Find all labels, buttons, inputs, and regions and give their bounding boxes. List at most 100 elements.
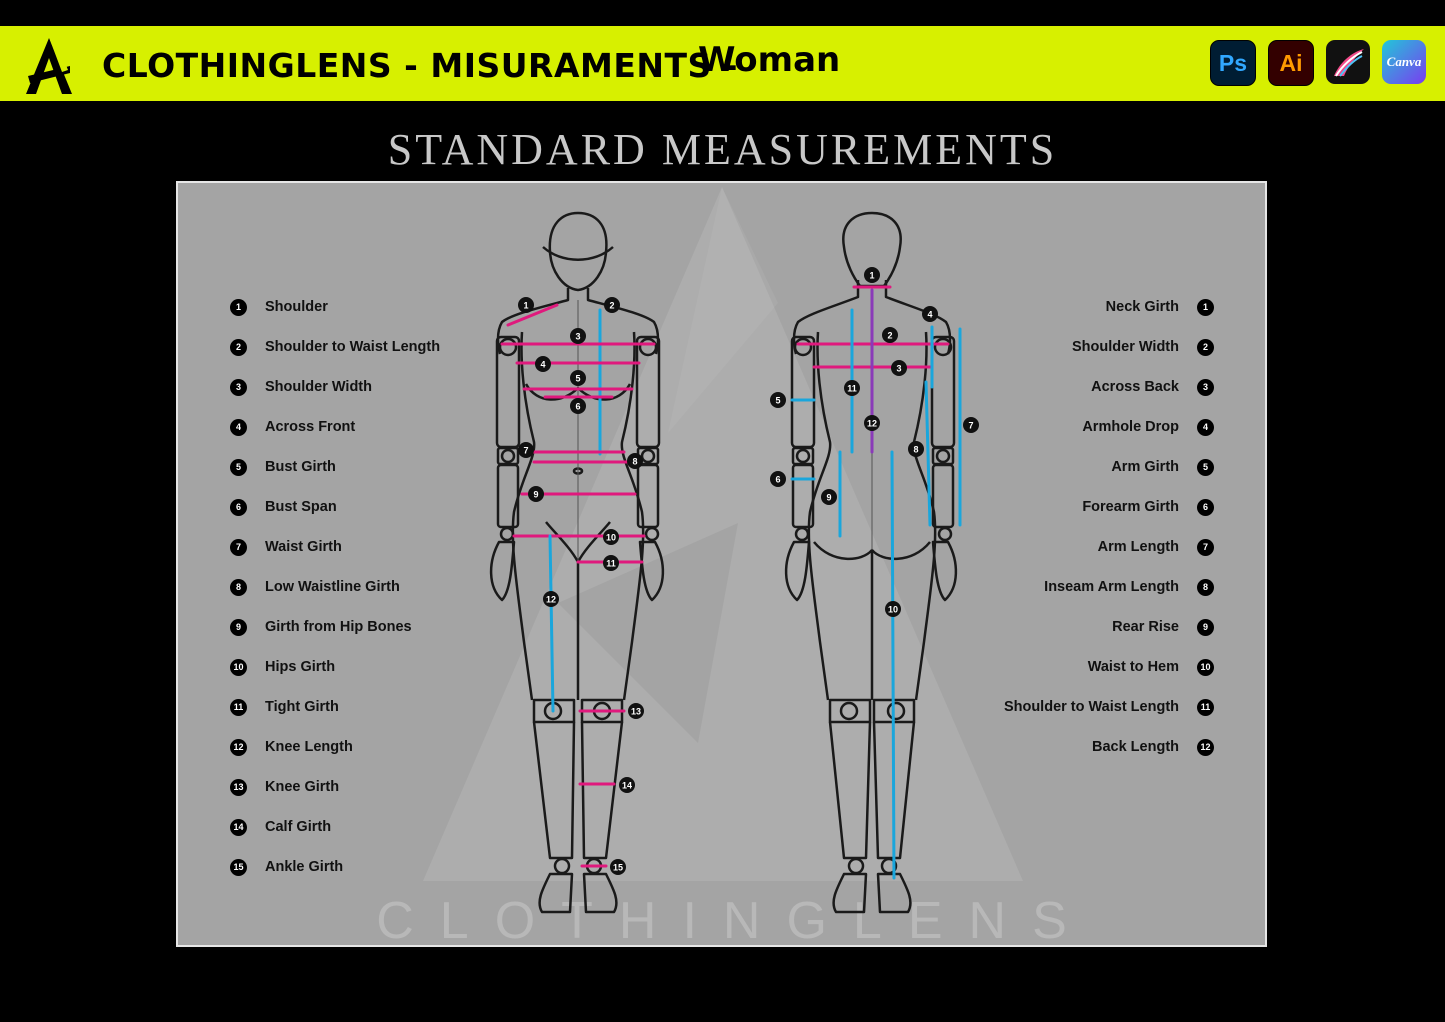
item-label: Arm Girth — [1111, 459, 1179, 475]
svg-text:9: 9 — [826, 493, 831, 503]
item-label: Inseam Arm Length — [1044, 579, 1179, 595]
item-label: Hips Girth — [265, 659, 336, 675]
marker: 3 — [570, 328, 586, 344]
marker: 6 — [770, 471, 786, 487]
illustrator-icon: Ai — [1268, 40, 1314, 86]
marker: 9 — [821, 489, 837, 505]
item-number: 5 — [1197, 458, 1214, 476]
item-label: Knee Girth — [265, 779, 340, 795]
svg-text:1: 1 — [869, 271, 874, 281]
front-markers: 1 2 3 4 5 6 7 8 9 10 11 12 13 14 15 — [518, 297, 644, 875]
svg-text:14: 14 — [622, 781, 632, 791]
svg-text:7: 7 — [523, 446, 528, 456]
svg-text:6: 6 — [775, 475, 780, 485]
svg-text:10: 10 — [888, 605, 898, 615]
marker: 9 — [528, 486, 544, 502]
list-item: Armhole Drop 4 — [1004, 407, 1214, 447]
svg-text:8: 8 — [913, 445, 918, 455]
marker: 5 — [770, 392, 786, 408]
marker: 8 — [627, 453, 643, 469]
svg-text:8: 8 — [632, 457, 637, 467]
item-label: Across Back — [1091, 379, 1179, 395]
item-number: 8 — [230, 578, 247, 596]
item-number: 4 — [230, 418, 247, 436]
svg-text:11: 11 — [847, 384, 857, 394]
svg-text:15: 15 — [613, 863, 623, 873]
section-heading: STANDARD MEASUREMENTS — [387, 125, 1058, 174]
item-number: 13 — [230, 778, 247, 796]
item-number: 12 — [1197, 738, 1214, 756]
marker: 7 — [518, 442, 534, 458]
marker: 10 — [603, 529, 619, 545]
marker: 8 — [908, 441, 924, 457]
list-item: Arm Girth 5 — [1004, 447, 1214, 487]
item-label: Bust Span — [265, 499, 337, 515]
item-number: 4 — [1197, 418, 1214, 436]
marker: 3 — [891, 360, 907, 376]
svg-text:3: 3 — [896, 364, 901, 374]
svg-text:1: 1 — [523, 301, 528, 311]
item-number: 9 — [230, 618, 247, 636]
marker: 1 — [864, 267, 880, 283]
item-label: Girth from Hip Bones — [265, 619, 412, 635]
marker: 4 — [922, 306, 938, 322]
item-number: 9 — [1197, 618, 1214, 636]
item-label: Neck Girth — [1105, 299, 1179, 315]
item-label: Shoulder — [265, 299, 328, 315]
app-icons: Ps Ai Canva — [1210, 40, 1426, 86]
item-number: 8 — [1197, 578, 1214, 596]
back-markers: 1 2 3 4 5 6 7 8 9 10 11 12 — [770, 267, 979, 617]
marker: 1 — [518, 297, 534, 313]
list-item: 4 Across Front — [230, 407, 440, 447]
item-label: Armhole Drop — [1082, 419, 1179, 435]
item-label: Knee Length — [265, 739, 353, 755]
item-label: Ankle Girth — [265, 859, 344, 875]
item-label: Shoulder Width — [265, 379, 372, 395]
marker: 12 — [543, 591, 559, 607]
svg-text:10: 10 — [606, 533, 616, 543]
svg-text:5: 5 — [775, 396, 780, 406]
page-subtitle: Woman — [698, 40, 841, 80]
item-number: 7 — [1197, 538, 1214, 556]
svg-text:4: 4 — [927, 310, 932, 320]
item-label: Shoulder to Waist Length — [265, 339, 441, 355]
item-label: Tight Girth — [265, 699, 339, 715]
marker: 12 — [864, 415, 880, 431]
list-item: 15 Ankle Girth — [230, 847, 440, 887]
item-label: Across Front — [265, 419, 356, 435]
svg-text:4: 4 — [540, 360, 545, 370]
item-label: Waist Girth — [265, 539, 342, 555]
item-number: 15 — [230, 858, 247, 876]
svg-text:2: 2 — [887, 331, 892, 341]
svg-text:3: 3 — [575, 332, 580, 342]
header-bar: CLOTHINGLENS - MISURAMENTS - Woman Ps Ai… — [0, 26, 1445, 101]
item-number: 7 — [230, 538, 247, 556]
marker: 13 — [628, 703, 644, 719]
list-item: Across Back 3 — [1004, 367, 1214, 407]
page-title: CLOTHINGLENS - MISURAMENTS - — [102, 46, 738, 85]
canva-icon: Canva — [1382, 40, 1426, 84]
svg-text:7: 7 — [968, 421, 973, 431]
marker: 10 — [885, 601, 901, 617]
marker: 4 — [535, 356, 551, 372]
item-number: 3 — [1197, 378, 1214, 396]
clothinglens-logo-icon — [26, 38, 72, 94]
item-label: Shoulder to Waist Length — [1003, 699, 1179, 715]
list-item: 10 Hips Girth — [230, 647, 440, 687]
item-number: 10 — [230, 658, 247, 676]
svg-text:12: 12 — [546, 595, 556, 605]
